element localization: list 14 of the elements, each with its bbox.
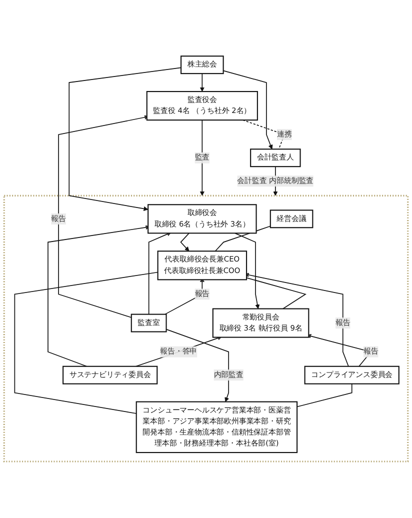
- arrow: [222, 70, 273, 150]
- arrow: [68, 67, 182, 212]
- connector: [214, 226, 271, 252]
- connector: [246, 278, 306, 310]
- arrow: [180, 232, 190, 252]
- arrow: [166, 329, 230, 402]
- arrow: [200, 120, 204, 196]
- arrow: [200, 73, 204, 92]
- arrow: [58, 115, 149, 318]
- cluster: [3, 195, 409, 462]
- connector: [296, 384, 352, 408]
- arrow: [234, 232, 260, 310]
- arrow: [135, 336, 222, 367]
- arrow: [148, 232, 172, 315]
